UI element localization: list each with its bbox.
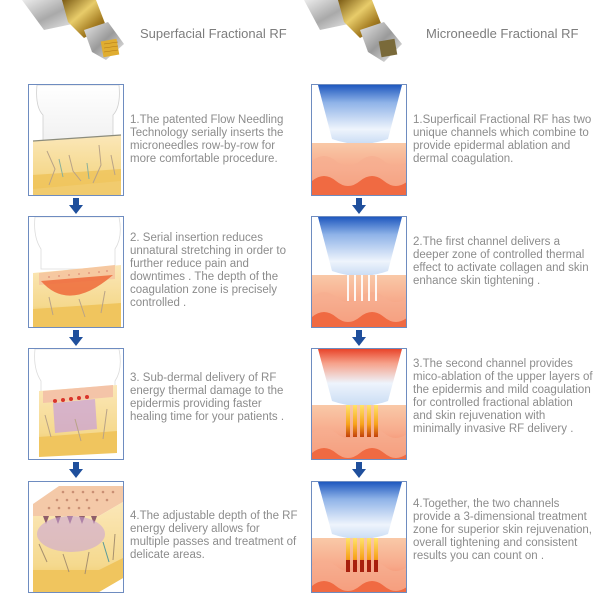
down-arrow-icon — [352, 330, 366, 346]
skin-block-coagulation-icon — [33, 217, 121, 327]
step-4-description: 4.The adjustable depth of the RF energy … — [130, 510, 298, 561]
skin-layers-needles-icon — [312, 217, 406, 327]
superficial-fractional-rf-column: Superfacial Fractional RF 1.The patented… — [22, 0, 298, 593]
step-3-description: 3.The second channel provides mico-ablat… — [413, 358, 593, 435]
step-2-description: 2. Serial insertion reduces unnatural st… — [130, 232, 286, 309]
microneedle-fractional-rf-column: Microneedle Fractional RF 1.Superficail … — [300, 0, 600, 600]
step-1-illustration — [28, 84, 124, 196]
step-1-illustration — [311, 84, 407, 196]
step-4-illustration — [311, 481, 407, 593]
column-title: Superfacial Fractional RF — [140, 26, 287, 41]
skin-layers-heated-needles-icon — [312, 349, 406, 459]
down-arrow-icon — [352, 198, 366, 214]
microneedle-rf-handpiece-icon — [304, 0, 402, 62]
step-4-illustration — [28, 481, 124, 593]
skin-block-multipass-icon — [33, 486, 123, 592]
step-1-description: 1.The patented Flow Needling Technology … — [130, 114, 284, 165]
skin-layers-applicator-icon — [312, 85, 406, 195]
down-arrow-icon — [69, 462, 83, 478]
step-2-illustration — [28, 216, 124, 328]
superficial-rf-handpiece-icon — [22, 0, 124, 60]
step-3-illustration — [28, 348, 124, 460]
step-4-description: 4.Together, the two channels provide a 3… — [413, 498, 592, 562]
down-arrow-icon — [69, 198, 83, 214]
step-2-description: 2.The first channel delivers a deeper zo… — [413, 236, 589, 287]
step-3-description: 3. Sub-dermal delivery of RF energy ther… — [130, 372, 285, 423]
down-arrow-icon — [352, 462, 366, 478]
step-1-description: 1.Superficail Fractional RF has two uniq… — [413, 114, 592, 165]
skin-block-subdermal-icon — [34, 349, 121, 457]
skin-layers-3d-zone-icon — [312, 482, 406, 592]
column-title: Microneedle Fractional RF — [426, 26, 579, 41]
skin-block-applicator-icon — [32, 85, 122, 195]
down-arrow-icon — [69, 330, 83, 346]
step-2-illustration — [311, 216, 407, 328]
step-3-illustration — [311, 348, 407, 460]
